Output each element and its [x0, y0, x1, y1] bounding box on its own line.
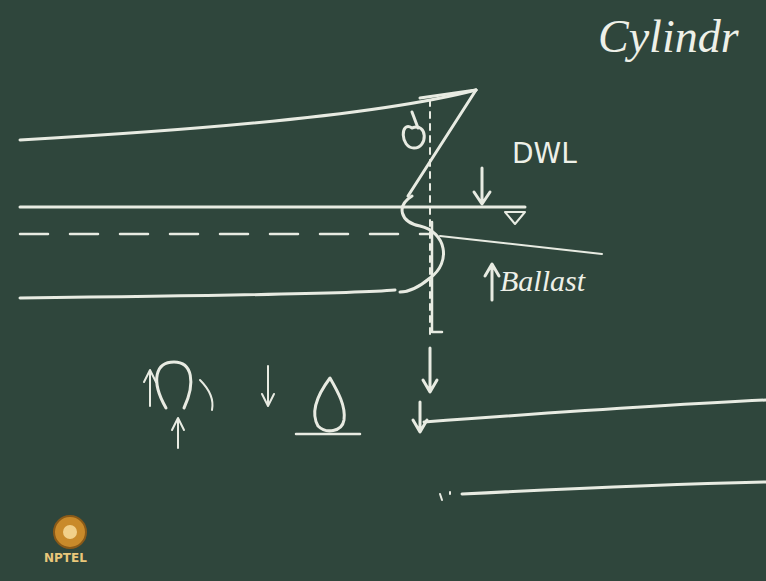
waterline — [20, 206, 525, 209]
arrow — [413, 402, 427, 432]
baseline — [296, 433, 360, 436]
chalk-mark — [440, 492, 450, 500]
bow-line — [408, 90, 476, 196]
arrow — [262, 366, 274, 406]
chalk-line — [424, 400, 766, 422]
ballast-label: Ballast — [500, 266, 585, 296]
bow-line — [420, 90, 476, 98]
dashed-line — [20, 233, 430, 236]
board-heading: Cylindr — [598, 14, 739, 60]
arrow — [172, 418, 184, 448]
waterline-symbol — [505, 212, 525, 224]
hull-line — [20, 90, 476, 140]
chalk-loop — [403, 127, 424, 148]
arrow — [144, 370, 156, 406]
arrow — [423, 348, 437, 392]
chalk-line — [440, 236, 602, 254]
bulb-shape — [157, 362, 191, 408]
arrow — [485, 264, 499, 300]
s-curve — [400, 196, 443, 292]
droplet-shape — [315, 378, 345, 431]
waterline-label: DWL — [512, 140, 577, 168]
chalk-mark — [412, 112, 418, 128]
arrow — [474, 168, 490, 204]
centre-line — [429, 100, 431, 335]
bracket — [432, 222, 442, 332]
chalk-line — [200, 380, 213, 410]
logo — [54, 516, 86, 548]
hull-line — [20, 290, 395, 298]
logo-text: NPTEL — [44, 552, 87, 564]
chalk-line — [462, 482, 766, 494]
